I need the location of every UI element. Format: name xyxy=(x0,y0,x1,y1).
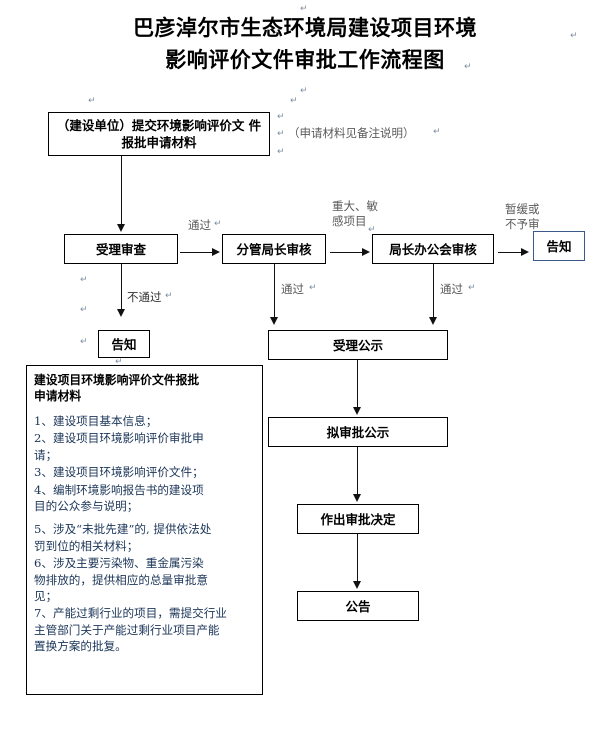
notes-item-3: 3、建设项目环境影响评价文件； xyxy=(34,465,204,480)
pilcrow-mark: ↵ xyxy=(433,127,441,137)
notes-heading: 建设项目环境影响评价文件报批 申请材料 xyxy=(34,373,200,403)
pilcrow-mark: ↵ xyxy=(300,4,308,14)
box-branch-director-review[interactable]: 分管局长审核 xyxy=(222,234,326,264)
connector-accept-to-notify-left xyxy=(121,264,122,312)
connector-decision-to-announcement xyxy=(357,534,358,584)
arrow-down-icon xyxy=(353,494,361,502)
notes-item-7: 7、产能过剩行业的项目，需提交行业 主管部门关于产能过剩行业项目产能 置换方案的… xyxy=(34,606,227,654)
pilcrow-mark: ↵ xyxy=(368,225,376,235)
edge-label-pass-1: 通过 xyxy=(188,218,211,232)
application-note-label: （申请材料见备注说明） xyxy=(288,126,415,140)
notes-item-5: 5、涉及“未批先建”的, 提供依法处 罚到位的相关材料； xyxy=(34,522,212,553)
notes-item-2: 2、建设项目环境影响评价审批申 请； xyxy=(34,431,204,462)
pilcrow-mark: ↵ xyxy=(277,147,285,157)
arrow-right-icon xyxy=(362,248,370,256)
edge-label-defer-or-reject: 暂缓或 不予审 xyxy=(505,202,540,231)
box-office-meeting-review[interactable]: 局长办公会审核 xyxy=(372,234,494,264)
box-notify-right[interactable]: 告知 xyxy=(533,231,585,261)
connector-office-to-notify xyxy=(498,252,524,253)
box-make-decision[interactable]: 作出审批决定 xyxy=(297,504,419,534)
pilcrow-mark: ↵ xyxy=(214,219,222,229)
edge-label-pass-2: 通过 xyxy=(281,282,304,296)
pilcrow-mark: ↵ xyxy=(290,96,298,106)
pilcrow-mark: ↵ xyxy=(464,62,472,72)
connector-accept-to-branch xyxy=(180,252,214,253)
arrow-down-icon xyxy=(117,309,125,317)
pilcrow-mark: ↵ xyxy=(570,31,578,41)
arrow-down-icon xyxy=(353,581,361,589)
pilcrow-mark: ↵ xyxy=(309,283,317,293)
arrow-down-icon xyxy=(270,317,278,325)
box-accept-review[interactable]: 受理审查 xyxy=(64,234,178,264)
arrow-down-icon xyxy=(117,224,125,232)
pilcrow-mark: ↵ xyxy=(88,96,96,106)
edge-label-pass-3: 通过 xyxy=(440,282,463,296)
edge-label-fail-1: 不通过 xyxy=(127,290,162,304)
pilcrow-mark: ↵ xyxy=(300,86,308,96)
page-title: 巴彦淖尔市生态环境局建设项目环境 影响评价文件审批工作流程图 xyxy=(133,15,477,72)
arrow-down-icon xyxy=(429,317,437,325)
connector-office-to-accept-publicity xyxy=(433,264,434,320)
box-notify-left[interactable]: 告知 xyxy=(98,330,150,358)
connector-branch-to-office xyxy=(330,252,364,253)
notes-item-1: 1、建设项目基本信息； xyxy=(34,414,158,428)
pilcrow-mark: ↵ xyxy=(165,291,173,301)
notes-item-4: 4、编制环境影响报告书的建设项 目的公众参与说明； xyxy=(34,482,204,514)
connector-accept-publicity-to-preapproval xyxy=(357,360,358,410)
arrow-right-icon xyxy=(521,248,529,256)
start-box-submit-application[interactable]: （建设单位）提交环境影响评价文 件报批申请材料 xyxy=(48,112,270,156)
connector-branch-to-accept-publicity xyxy=(274,264,275,320)
edge-label-major-sensitive: 重大、敏 感项目 xyxy=(332,199,378,228)
connector-start-to-accept xyxy=(121,156,122,226)
box-accept-publicity[interactable]: 受理公示 xyxy=(268,330,448,360)
connector-preapproval-to-decision xyxy=(357,447,358,497)
pilcrow-mark: ↵ xyxy=(80,305,88,315)
pilcrow-mark: ↵ xyxy=(115,357,123,367)
pilcrow-mark: ↵ xyxy=(277,129,285,139)
pilcrow-mark: ↵ xyxy=(277,112,285,122)
box-pre-approval-publicity[interactable]: 拟审批公示 xyxy=(268,417,448,447)
arrow-down-icon xyxy=(353,407,361,415)
notes-item-6: 6、涉及主要污染物、重金属污染 物排放的，提供相应的总量审批意 见； xyxy=(34,556,208,604)
pilcrow-mark: ↵ xyxy=(468,283,476,293)
box-announcement[interactable]: 公告 xyxy=(297,591,419,621)
pilcrow-mark: ↵ xyxy=(80,337,88,347)
pilcrow-mark: ↵ xyxy=(80,275,88,285)
notes-panel: 建设项目环境影响评价文件报批 申请材料 1、建设项目基本信息； 2、建设项目环境… xyxy=(26,365,263,695)
arrow-right-icon xyxy=(212,248,220,256)
